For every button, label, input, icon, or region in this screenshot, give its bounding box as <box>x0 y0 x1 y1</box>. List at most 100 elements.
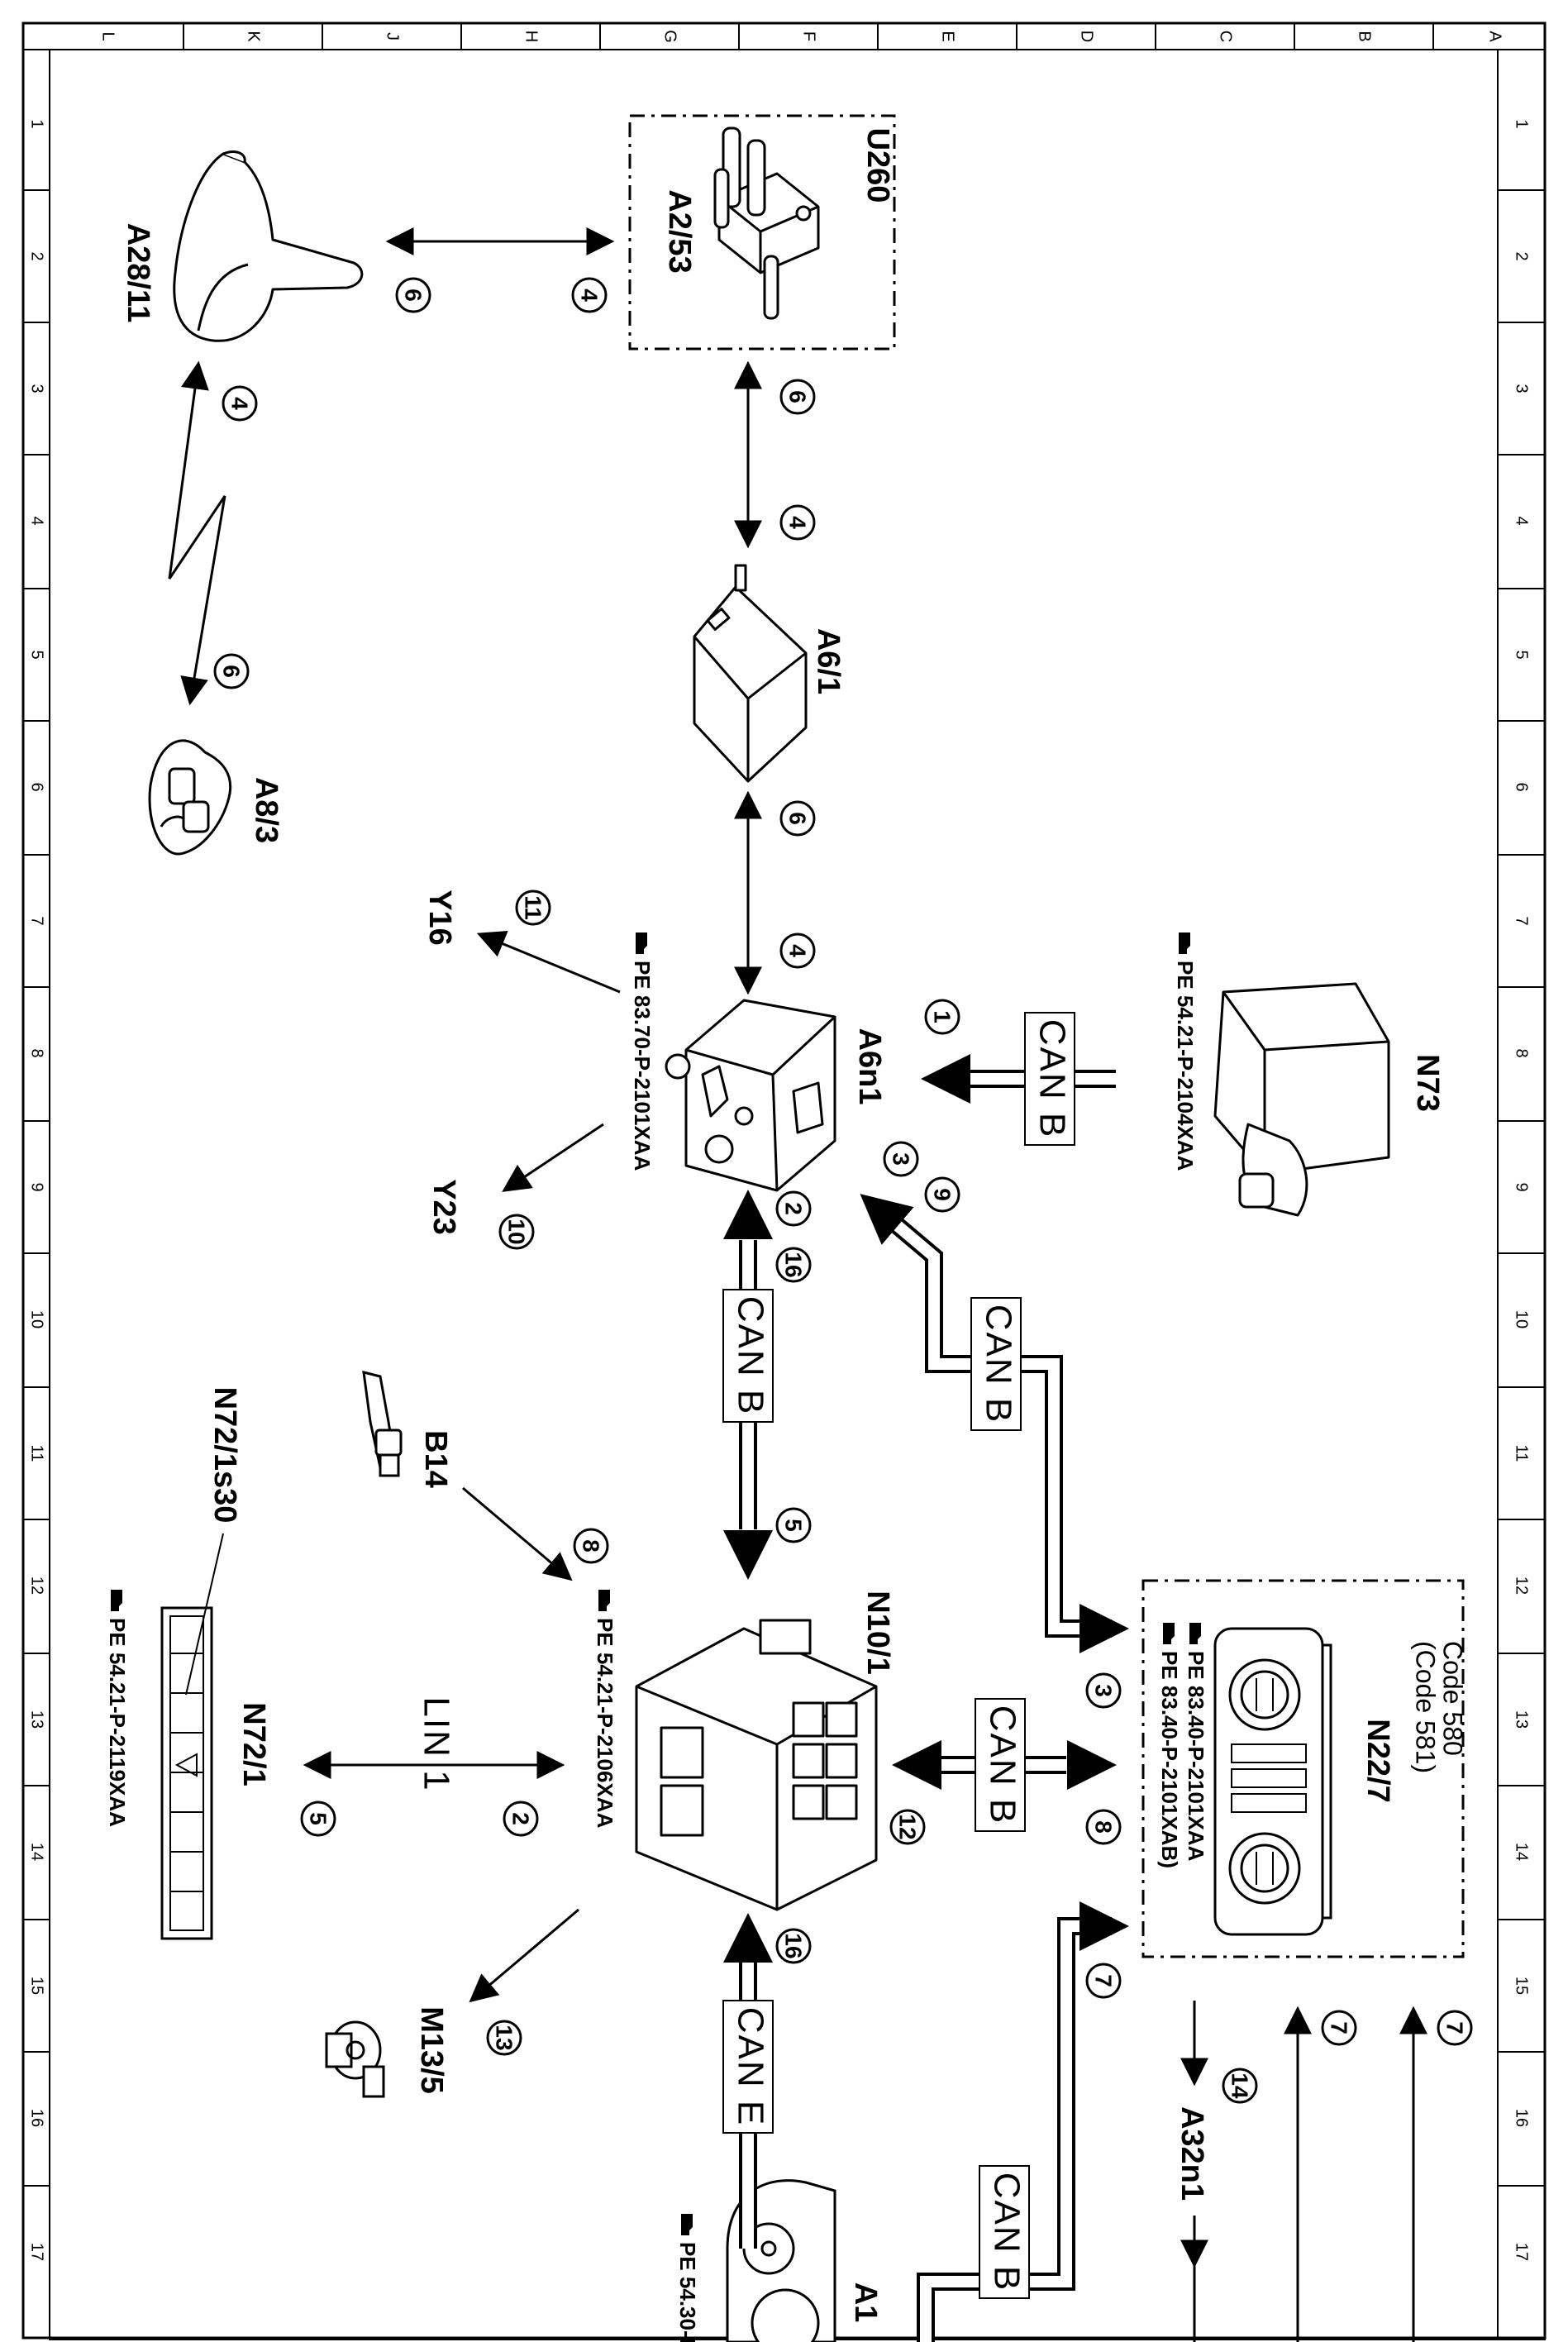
label-a2-53: A2/53 <box>662 189 697 273</box>
step-7-right-a: 7 <box>1327 2021 1352 2034</box>
grid-row-3: 3 <box>28 384 46 393</box>
bus-text-n73-can-b: CAN B <box>1032 1019 1072 1138</box>
row-numbers-right: 1 2 3 4 5 6 7 8 9 10 11 12 13 14 15 16 1… <box>1513 119 1531 2261</box>
grid-col-A: A <box>1486 31 1504 42</box>
step-8-b14: 8 <box>579 1539 604 1553</box>
a6n1-device <box>665 999 836 1192</box>
grid-row-10: 10 <box>28 1310 46 1328</box>
step-markers <box>213 277 1473 2104</box>
grid-col-B: B <box>1356 31 1374 41</box>
grid-row-4: 4 <box>28 516 46 525</box>
step-11: 11 <box>521 895 546 920</box>
grid-row-6: 6 <box>28 782 46 791</box>
grid-col-D: D <box>1078 31 1096 42</box>
step-8-n22: 8 <box>1091 1820 1117 1834</box>
label-a1: A1 <box>848 2282 883 2323</box>
grid-row-17: 17 <box>28 2243 46 2261</box>
grid-row-4-right: 4 <box>1513 516 1531 525</box>
pointing-hand-icon <box>1163 1623 1175 1644</box>
grid-row-11-right: 11 <box>1513 1445 1531 1462</box>
code-580-text: Code 580 <box>1438 1641 1468 1756</box>
code-581-text: (Code 581) <box>1411 1641 1441 1773</box>
grid-row-15-right: 15 <box>1513 1977 1531 1995</box>
label-y23: Y23 <box>427 1179 461 1235</box>
bus-text-lower-can-b: CAN B <box>986 2173 1027 2292</box>
pointing-hand-icon <box>111 1590 122 1611</box>
label-a6-1: A6/1 <box>811 628 846 694</box>
grid-col-K: K <box>245 31 263 42</box>
label-n72-1s30: N72/1s30 <box>207 1387 242 1524</box>
step-numbers: 6 4 4 6 6 4 6 4 1 11 10 3 9 2 16 5 8 2 5… <box>219 289 1468 2099</box>
step-10: 10 <box>504 1219 530 1244</box>
m13-5-pump <box>325 2020 385 2098</box>
link-lines <box>168 227 1427 2342</box>
bus-text-n10-n22-can-b: CAN B <box>982 1705 1022 1824</box>
bus-text-a1-can-e: CAN E <box>730 2007 770 2126</box>
ref-n10-1: PE 54.21-P-2106XAA <box>593 1590 617 1829</box>
label-n22-7: N22/7 <box>1361 1719 1395 1802</box>
grid-row-2: 2 <box>28 251 46 260</box>
step-16-a6n1: 16 <box>781 1252 807 1277</box>
step-2-a6n1: 2 <box>781 1202 807 1215</box>
ref-text-n22-7-a: PE 83.40-P-2101XAA <box>1184 1651 1208 1862</box>
label-m13-5: M13/5 <box>414 2006 449 2094</box>
grid-col-G: G <box>661 30 679 43</box>
grid-row-8: 8 <box>28 1048 46 1057</box>
grid-col-C: C <box>1217 31 1235 42</box>
ref-a6n1: PE 83.70-P-2101XAA <box>630 933 655 1171</box>
step-7-n22: 7 <box>1091 1974 1117 1987</box>
grid-row-16-right: 16 <box>1513 2109 1531 2127</box>
n10-1-module <box>635 1619 878 1911</box>
step-7-right-b: 7 <box>1442 2021 1468 2034</box>
grid-row-13: 13 <box>28 1710 46 1729</box>
bus-label-a1-can-e: CAN E <box>722 2000 774 2134</box>
grid-row-15: 15 <box>28 1977 46 1995</box>
step-4-a6: 4 <box>785 516 811 529</box>
pointing-hand-icon <box>598 1590 610 1611</box>
grid-row-13-right: 13 <box>1513 1710 1531 1729</box>
n72-1-panel <box>160 1606 213 1940</box>
grid-row-5-right: 5 <box>1513 650 1531 659</box>
bus-label-lower-can-b: CAN B <box>979 2165 1030 2299</box>
label-a6n1: A6n1 <box>852 1028 887 1105</box>
grid-row-1-right: 1 <box>1513 119 1531 128</box>
pointing-hand-icon <box>1189 1623 1201 1644</box>
grid-row-16: 16 <box>28 2109 46 2127</box>
ref-text-n73: PE 54.21-P-2104XAA <box>1173 961 1198 1171</box>
grid-row-5: 5 <box>28 650 46 659</box>
grid-row-12-right: 12 <box>1513 1576 1531 1595</box>
bus-label-n73-can-b: CAN B <box>1024 1012 1075 1146</box>
n22-7-panel <box>1213 1627 1332 1936</box>
n73-device <box>1213 982 1390 1217</box>
pointing-hand-icon <box>681 2214 693 2235</box>
step-9: 9 <box>930 1188 956 1201</box>
label-n72-1: N72/1 <box>236 1702 271 1786</box>
step-6-a6-a6n1: 6 <box>785 812 811 825</box>
a6-1-device <box>693 564 808 783</box>
ref-text-n72-1: PE 54.21-P-2119XAA <box>105 1618 130 1827</box>
step-6-a2-a6: 6 <box>785 390 811 403</box>
step-5-lin: 5 <box>306 1812 331 1825</box>
ref-n22-7-a: PE 83.40-P-2101XAA <box>1184 1623 1208 1862</box>
step-3-n22: 3 <box>1091 1684 1117 1697</box>
grid-row-11: 11 <box>28 1445 46 1462</box>
label-a8-3: A8/3 <box>249 777 284 843</box>
grid-row-9: 9 <box>28 1182 46 1191</box>
grid-col-L: L <box>99 31 117 41</box>
grid-col-J: J <box>384 32 402 41</box>
grid-row-9-right: 9 <box>1513 1182 1531 1191</box>
component-labels: U260 A2/53 A28/11 A6/1 A8/3 A6n1 Y16 Y23… <box>121 128 1445 2323</box>
pointing-hand-icon <box>1179 933 1190 954</box>
label-u260: U260 <box>860 128 895 203</box>
step-2-lin: 2 <box>508 1812 534 1825</box>
step-5-n10: 5 <box>781 1519 807 1532</box>
label-b14: B14 <box>418 1430 453 1488</box>
grid-row-7: 7 <box>28 916 46 925</box>
pointing-hand-icon <box>636 933 647 954</box>
step-4-a6n1: 4 <box>785 944 811 957</box>
grid-row-7-right: 7 <box>1513 916 1531 925</box>
label-n10-1: N10/1 <box>860 1591 895 1674</box>
ref-a1: PE 54.30-P <box>675 2214 700 2342</box>
label-a32n1: A32n1 <box>1175 2106 1209 2201</box>
